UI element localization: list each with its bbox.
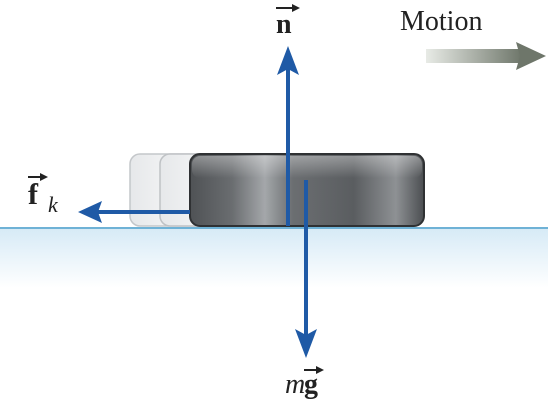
normal-force-symbol: n (276, 9, 292, 40)
puck-highlight (192, 156, 422, 178)
motion-arrow (426, 42, 546, 70)
gravity-arrow (295, 180, 317, 358)
friction-arrow (78, 201, 190, 223)
gravity-mass-symbol: m (285, 369, 305, 400)
friction-label: f k (28, 173, 59, 217)
friction-subscript: k (48, 192, 59, 217)
gravity-label: m g (285, 366, 324, 400)
motion-label: Motion (400, 6, 482, 37)
normal-force-label: n (276, 4, 300, 40)
ice-surface (0, 228, 548, 288)
friction-symbol: f (28, 178, 39, 211)
gravity-symbol: g (304, 369, 318, 400)
normal-force-arrow (277, 46, 299, 226)
